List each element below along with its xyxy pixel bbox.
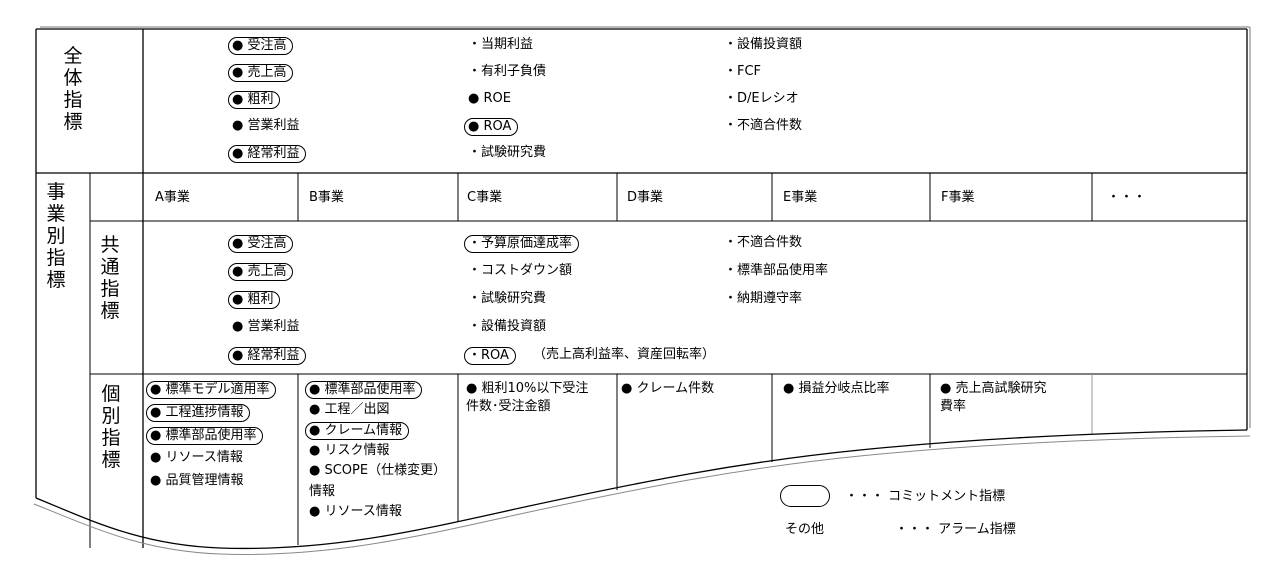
indicator-item: ● 売上高試験研究 xyxy=(940,381,1047,396)
indicator-item: ・設備投資額 xyxy=(724,37,803,52)
indicator-item: ● 営業利益 xyxy=(232,118,300,133)
legend-alarm-label: ・・・ アラーム指標 xyxy=(895,522,1016,537)
indicator-item: ● 売上高 xyxy=(228,263,294,281)
indicator-item: ● リソース情報 xyxy=(150,450,243,465)
indicator-item: ・試験研究費 xyxy=(468,145,547,160)
business-header-char: 標 xyxy=(46,269,66,291)
business-header-char: 業 xyxy=(46,203,66,225)
overall-header-char: 標 xyxy=(63,111,83,133)
indicator-item: ・ROA xyxy=(464,347,516,365)
indicator-item: ● 標準部品使用率 xyxy=(146,427,264,445)
indicator-item: ・納期遵守率 xyxy=(724,291,803,306)
indicator-item: ・標準部品使用率 xyxy=(724,263,829,278)
indicator-item: ・当期利益 xyxy=(468,37,534,52)
legend-commit-symbol xyxy=(780,485,830,507)
indicator-item: ● 売上高 xyxy=(228,64,294,82)
indicator-item: ・不適合件数 xyxy=(724,118,803,133)
indicator-item: ● 損益分岐点比率 xyxy=(783,381,890,396)
legend-other-label: その他 xyxy=(785,522,825,537)
indicator-item: ● 受注高 xyxy=(228,235,294,253)
indicator-item: ● 標準部品使用率 xyxy=(305,381,423,399)
individual-header-char: 指 xyxy=(101,427,121,449)
indicator-item: ・設備投資額 xyxy=(468,319,547,334)
indicator-item: ● リソース情報 xyxy=(309,504,402,519)
indicator-item: ● 経常利益 xyxy=(228,145,307,163)
indicator-item: 費率 xyxy=(940,399,967,414)
individual-header-char: 標 xyxy=(101,449,121,471)
individual-header-char: 別 xyxy=(101,405,121,427)
indicator-item: ● 経常利益 xyxy=(228,347,307,365)
business-header-char: 指 xyxy=(46,247,66,269)
common-header-char: 指 xyxy=(100,278,120,300)
indicator-item: ● 粗利 xyxy=(228,291,281,309)
business-column-header: F事業 xyxy=(941,190,975,205)
legend-commit-label: ・・・ コミットメント指標 xyxy=(845,489,1006,504)
indicator-item: ● 受注高 xyxy=(228,37,294,55)
indicator-item: ● クレーム情報 xyxy=(305,422,410,440)
indicator-item: ● クレーム件数 xyxy=(621,381,715,396)
indicator-item: ● 工程進捗情報 xyxy=(146,404,251,422)
indicator-item: 件数･受注金額 xyxy=(466,399,551,414)
indicator-item: ● ROA xyxy=(464,118,519,136)
indicator-item: ● SCOPE（仕様変更） xyxy=(309,463,447,478)
individual-header-char: 個 xyxy=(101,383,121,405)
roa-note: （売上高利益率、資産回転率） xyxy=(533,347,716,362)
business-column-header: C事業 xyxy=(467,190,503,205)
indicator-item: ・D/Eレシオ xyxy=(724,91,799,106)
indicator-item: ● 品質管理情報 xyxy=(150,473,244,488)
indicator-item: ● 標準モデル適用率 xyxy=(146,381,277,399)
indicator-item: ● 工程／出図 xyxy=(309,401,390,417)
indicator-item: ● 営業利益 xyxy=(232,319,300,334)
indicator-item: ・有利子負債 xyxy=(468,64,547,79)
indicator-item: ● 粗利10%以下受注 xyxy=(466,381,589,396)
business-column-header: ・・・ xyxy=(1107,190,1147,205)
business-header-char: 事 xyxy=(46,181,66,203)
indicator-item: ・不適合件数 xyxy=(724,235,803,250)
indicator-item: ・FCF xyxy=(724,64,762,79)
common-header-char: 通 xyxy=(100,256,120,278)
business-header-char: 別 xyxy=(46,225,66,247)
indicator-item: ・試験研究費 xyxy=(468,291,547,306)
indicator-item: 情報 xyxy=(309,483,336,499)
indicator-item: ● 粗利 xyxy=(228,91,281,109)
indicator-item: ・コストダウン額 xyxy=(468,263,573,278)
overall-header-char: 全 xyxy=(63,45,83,67)
indicator-item: ● リスク情報 xyxy=(309,442,390,458)
business-column-header: E事業 xyxy=(783,190,818,205)
common-header-char: 標 xyxy=(100,300,120,322)
indicator-item: ・予算原価達成率 xyxy=(464,235,580,253)
common-header-char: 共 xyxy=(100,234,120,256)
overall-header-char: 指 xyxy=(63,89,83,111)
business-column-header: A事業 xyxy=(155,190,190,205)
indicator-item: ● ROE xyxy=(468,91,511,106)
business-column-header: D事業 xyxy=(627,190,664,205)
overall-header-char: 体 xyxy=(63,67,83,89)
business-column-header: B事業 xyxy=(309,190,344,205)
